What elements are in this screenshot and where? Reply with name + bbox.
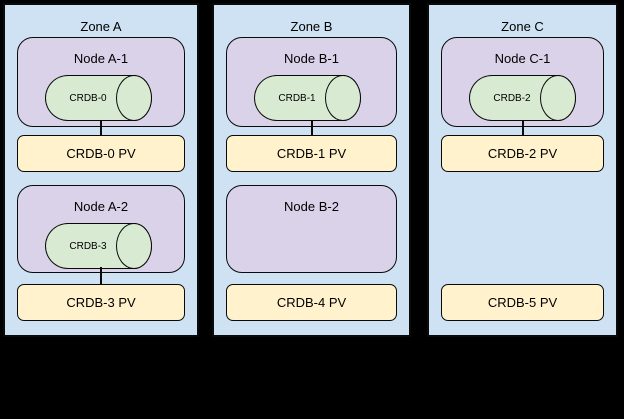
node-a-1: Node A-1 CRDB-0 bbox=[17, 37, 185, 127]
node-b-2-label: Node B-2 bbox=[284, 199, 339, 214]
node-c-1: Node C-1 CRDB-2 bbox=[441, 37, 604, 127]
cylinder-cap bbox=[116, 75, 152, 121]
pv-crdb-2: CRDB-2 PV bbox=[441, 135, 604, 172]
pv-crdb-4: CRDB-4 PV bbox=[226, 284, 397, 321]
zone-c-title: Zone C bbox=[501, 19, 544, 34]
cylinder-cap bbox=[540, 75, 576, 121]
cylinder-cap bbox=[325, 75, 361, 121]
pv-crdb-0: CRDB-0 PV bbox=[17, 135, 185, 172]
node-a-1-label: Node A-1 bbox=[73, 51, 129, 66]
node-b-1: Node B-1 CRDB-1 bbox=[226, 37, 397, 127]
pod-crdb-2: CRDB-2 bbox=[469, 75, 576, 121]
zone-a-title: Zone A bbox=[80, 19, 122, 34]
zone-a: Zone A Node A-1 CRDB-0 CRDB-0 PV Node A-… bbox=[3, 3, 199, 337]
cylinder-cap bbox=[116, 223, 152, 269]
node-b-2: Node B-2 bbox=[226, 185, 397, 273]
pod-crdb-0: CRDB-0 bbox=[45, 75, 152, 121]
connector-crdb-0 bbox=[100, 121, 102, 136]
pod-crdb-0-label: CRDB-0 bbox=[69, 92, 107, 104]
pv-crdb-5: CRDB-5 PV bbox=[441, 284, 604, 321]
pod-crdb-1: CRDB-1 bbox=[254, 75, 361, 121]
connector-crdb-2 bbox=[521, 121, 524, 136]
pod-crdb-3-label: CRDB-3 bbox=[69, 240, 107, 252]
node-b-1-label: Node B-1 bbox=[284, 51, 339, 66]
zone-b-title: Zone B bbox=[290, 19, 333, 34]
connector-crdb-3 bbox=[100, 267, 102, 285]
node-a-2: Node A-2 CRDB-3 bbox=[17, 185, 185, 273]
pod-crdb-3: CRDB-3 bbox=[45, 223, 152, 269]
pv-crdb-3: CRDB-3 PV bbox=[17, 284, 185, 321]
pod-crdb-2-label: CRDB-2 bbox=[493, 92, 531, 104]
connector-crdb-1 bbox=[310, 121, 313, 136]
pv-crdb-1: CRDB-1 PV bbox=[226, 135, 397, 172]
zone-c: Zone C Node C-1 CRDB-2 CRDB-2 PV CRDB-5 … bbox=[427, 3, 618, 337]
node-a-2-label: Node A-2 bbox=[73, 199, 129, 214]
zone-b: Zone B Node B-1 CRDB-1 CRDB-1 PV Node B-… bbox=[212, 3, 411, 337]
node-c-1-label: Node C-1 bbox=[494, 51, 551, 66]
pod-crdb-1-label: CRDB-1 bbox=[278, 92, 316, 104]
